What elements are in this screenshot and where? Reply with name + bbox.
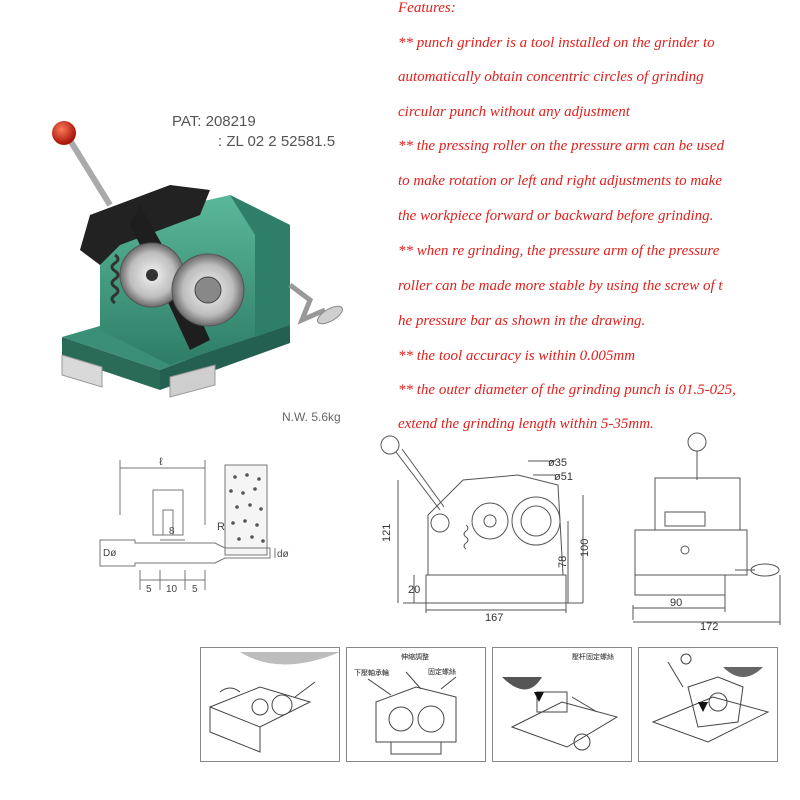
patent-number-cn: : ZL 02 2 52581.5	[218, 133, 336, 150]
radius-label: R	[217, 521, 225, 533]
feature-line: automatically obtain concentric circles …	[398, 69, 704, 85]
label-telescopic-adjust: 伸縮調整	[401, 652, 429, 661]
label-bar-fixing-screw: 壓杆固定螺絲	[572, 652, 614, 661]
side-view-drawing: 90 172	[632, 432, 781, 630]
dim-172: 172	[700, 621, 718, 630]
feature-line: roller can be made more stable by using …	[398, 278, 723, 294]
feature-line: ** the pressing roller on the pressure a…	[398, 138, 725, 154]
features-heading: Features:	[398, 0, 456, 16]
small-diameter-label: dø	[277, 549, 289, 560]
dim-dia-51: ø51	[554, 471, 573, 483]
dim-5-right: 5	[192, 584, 198, 595]
dim-100: 100	[579, 539, 591, 557]
dim-167: 167	[485, 612, 503, 624]
feature-line: to make rotation or left and right adjus…	[398, 173, 723, 189]
feature-line: ** when re grinding, the pressure arm of…	[398, 243, 720, 259]
label-press-bearing: 下壓軸承輪	[354, 668, 389, 677]
brand-logo: GIN	[185, 380, 203, 391]
net-weight: N.W. 5.6kg	[282, 410, 341, 424]
feature-line: ** punch grinder is a tool installed on …	[398, 35, 715, 51]
big-diameter-label: Dø	[103, 548, 116, 559]
length-label: ℓ	[159, 456, 163, 468]
feature-line: extend the grinding length within 5-35mm…	[398, 416, 654, 432]
usage-panel-2: 伸縮調整 下壓軸承輪 固定螺絲	[346, 647, 486, 762]
usage-panel-4	[638, 647, 778, 762]
red-knob-icon	[52, 121, 76, 145]
patent-number: PAT: 208219	[172, 113, 256, 130]
dim-5-left: 5	[146, 584, 152, 595]
label-fixing-screw: 固定螺絲	[428, 667, 456, 676]
dim-20: 20	[408, 584, 420, 596]
feature-line: ** the tool accuracy is within 0.005mm	[398, 348, 636, 364]
feature-line: ** the outer diameter of the grinding pu…	[398, 382, 736, 398]
usage-panel-3: 壓杆固定螺絲	[492, 647, 632, 762]
dim-121: 121	[381, 524, 393, 542]
dim-90: 90	[670, 597, 682, 609]
dim-dia-35: ø35	[548, 457, 567, 469]
arrow-down-icon	[698, 702, 708, 712]
punch-grinder-photo: GIN	[52, 121, 343, 398]
arrow-down-icon	[534, 692, 544, 702]
front-view-drawing: ø35 ø51 121 78 100 20 167	[380, 435, 591, 624]
feature-line: he pressure bar as shown in the drawing.	[398, 313, 646, 329]
usage-panel-1	[200, 647, 340, 762]
dim-78: 78	[557, 556, 569, 568]
dim-10: 10	[166, 584, 178, 595]
dim-8: 8	[169, 526, 175, 537]
feature-line: the workpiece forward or backward before…	[398, 208, 714, 224]
feature-line: circular punch without any adjustment	[398, 104, 630, 120]
punch-dimension-diagram: ℓ 8 R Dø dø 5 10 5	[99, 456, 289, 595]
